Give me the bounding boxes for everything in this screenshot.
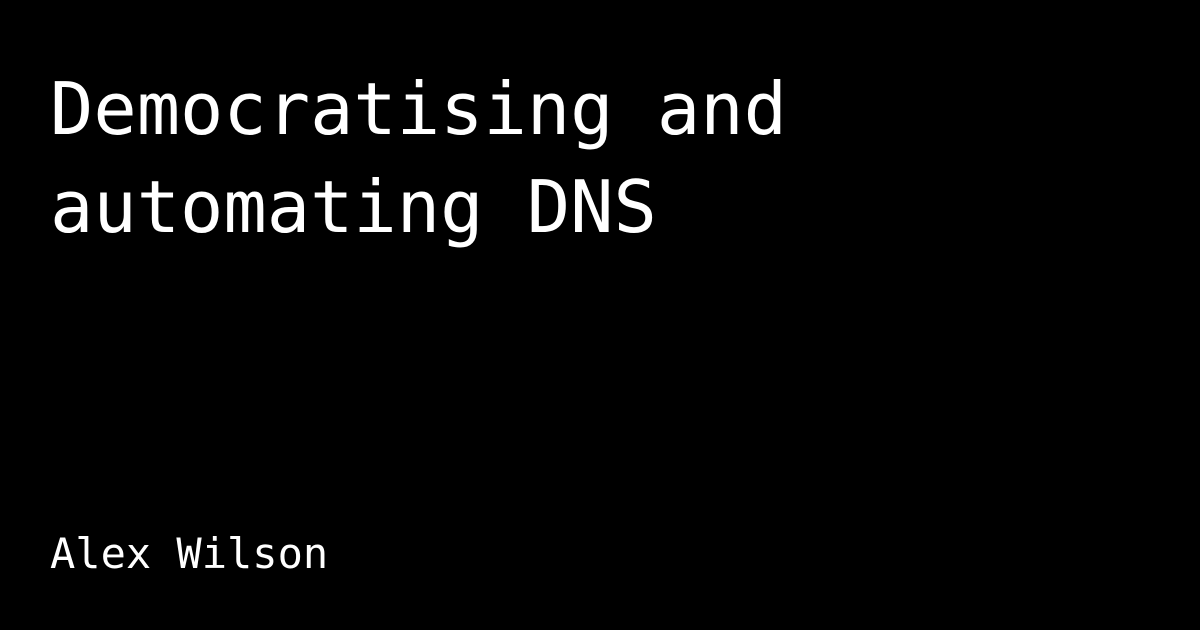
page-title: Democratising and automating DNS (50, 67, 787, 249)
author-name: Alex Wilson (50, 529, 329, 578)
